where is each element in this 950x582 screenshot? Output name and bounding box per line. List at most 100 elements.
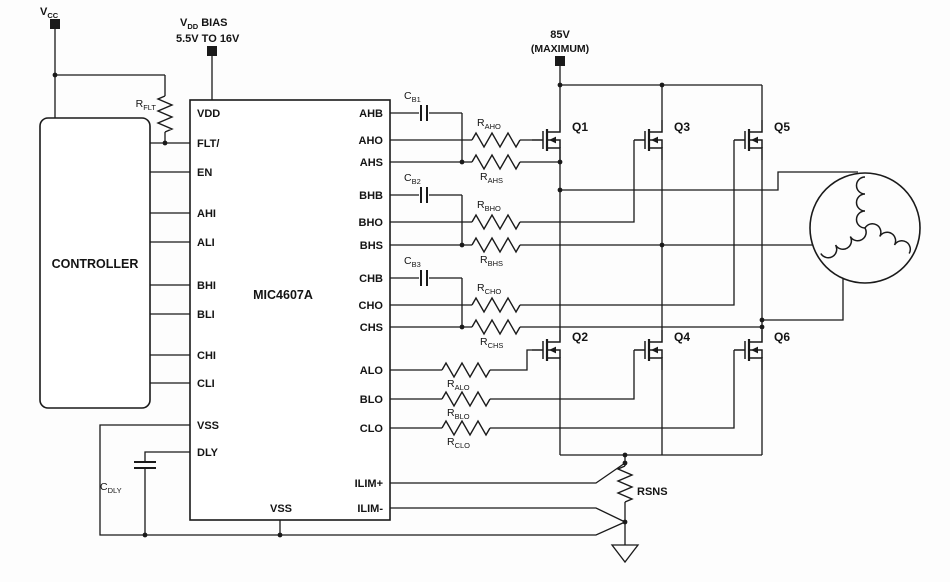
junction-dots — [52, 72, 765, 538]
pin-blo: BLO — [360, 394, 384, 406]
label-rcho: RCHO — [477, 282, 501, 296]
motor-symbol — [809, 172, 921, 284]
pin-cli: CLI — [197, 378, 215, 390]
wire-vss-net — [99, 424, 626, 536]
motor-body — [809, 172, 921, 284]
capacitor-cdly — [134, 461, 156, 469]
pin-aho: AHO — [359, 135, 384, 147]
capacitor-cb1 — [420, 105, 428, 121]
mosfet-q2 — [530, 328, 562, 372]
pin-ali: ALI — [197, 237, 215, 249]
chip-name: MIC4607A — [253, 288, 313, 302]
label-rchs: RCHS — [480, 336, 503, 350]
resistor-rchs — [471, 318, 521, 336]
mosfet-q4 — [632, 328, 664, 372]
capacitor-cb3 — [420, 270, 428, 286]
controller-box — [39, 117, 151, 409]
pin-bhb: BHB — [359, 190, 383, 202]
wire-ilim-plus — [390, 462, 626, 484]
pin-ilim-plus: ILIM+ — [355, 478, 383, 490]
wire-gate-bho — [390, 140, 635, 223]
resistor-rbho — [471, 213, 521, 231]
pin-chi: CHI — [197, 350, 216, 362]
ground-symbol — [610, 544, 640, 564]
label-rsns: RSNS — [637, 486, 668, 498]
motor-winding-right — [864, 219, 915, 255]
resistor-rsns — [616, 465, 634, 503]
resistors — [156, 95, 634, 503]
mosfet-q1 — [530, 118, 562, 162]
label-rclo: RCLO — [447, 436, 470, 450]
vdd-range-label: 5.5V TO 16V — [176, 33, 240, 45]
controller-label: CONTROLLER — [52, 257, 139, 271]
label-rblo: RBLO — [447, 407, 470, 421]
motor-winding-top — [855, 176, 866, 229]
resistor-rbhs — [471, 236, 521, 254]
label-raho: RAHO — [477, 117, 501, 131]
label-rbhs: RBHS — [480, 254, 503, 268]
component-labels: RFLT CB1 CB2 CB3 RAHO RAHS RBHO RBHS RCH… — [100, 90, 668, 498]
label-q3: Q3 — [674, 120, 690, 134]
resistor-rclo — [441, 419, 491, 437]
chip-right-pin-labels: AHB AHO AHS BHB BHO BHS CHB CHO CHS ALO … — [355, 108, 384, 515]
label-q2: Q2 — [572, 330, 588, 344]
pin-ahi: AHI — [197, 208, 216, 220]
wires — [54, 29, 858, 545]
pin-bhi: BHI — [197, 280, 216, 292]
hv-terminal — [555, 56, 565, 66]
resistor-raho — [471, 131, 521, 149]
hv-rail-note: (MAXIMUM) — [531, 43, 589, 55]
label-q4: Q4 — [674, 330, 690, 344]
label-q5: Q5 — [774, 120, 790, 134]
pin-dly: DLY — [197, 447, 219, 459]
capacitor-cb2 — [420, 187, 428, 203]
wire-gate-cho — [390, 140, 735, 306]
mosfet-q6 — [732, 328, 764, 372]
label-ralo: RALO — [447, 378, 470, 392]
capacitors — [134, 105, 428, 469]
label-q6: Q6 — [774, 330, 790, 344]
pin-clo: CLO — [360, 423, 384, 435]
pin-chs: CHS — [360, 322, 383, 334]
pin-alo: ALO — [360, 365, 384, 377]
wire-hv-rail — [559, 66, 763, 120]
resistor-rahs — [471, 153, 521, 171]
pin-en: EN — [197, 167, 212, 179]
mosfet-q3 — [632, 118, 664, 162]
label-cb1: CB1 — [404, 90, 421, 104]
label-rbho: RBHO — [477, 199, 501, 213]
label-cb2: CB2 — [404, 172, 421, 186]
pin-bli: BLI — [197, 309, 215, 321]
wire-controller-inputs — [150, 142, 190, 384]
wire-motor-phase-a — [560, 171, 858, 191]
wire-bootstrap-b — [390, 194, 463, 245]
resistor-ralo — [441, 361, 491, 379]
vdd-terminal — [207, 46, 217, 56]
transistor-labels: Q1 Q3 Q5 Q2 Q4 Q6 — [572, 120, 790, 344]
wire-motor-phase-c — [762, 278, 844, 321]
pin-bho: BHO — [359, 217, 384, 229]
label-rflt: RFLT — [136, 98, 157, 112]
pin-chb: CHB — [359, 273, 383, 285]
wire-bootstrap-a — [390, 112, 463, 162]
resistor-rflt — [156, 95, 174, 133]
label-cb3: CB3 — [404, 255, 421, 269]
wire-gate-blo — [390, 350, 635, 400]
label-cdly: CDLY — [100, 481, 122, 495]
chip-left-pin-labels: VDD FLT/ EN AHI ALI BHI BLI CHI CLI VSS … — [197, 108, 220, 459]
resistor-rblo — [441, 390, 491, 408]
vcc-label: VCC — [40, 6, 59, 20]
pin-cho: CHO — [359, 300, 384, 312]
label-q1: Q1 — [572, 120, 588, 134]
pin-ahb: AHB — [359, 108, 383, 120]
pin-vdd: VDD — [197, 108, 220, 120]
wire-source-rail — [559, 370, 763, 545]
hv-rail-label: 85V — [550, 29, 570, 41]
pin-vss: VSS — [197, 420, 219, 432]
resistor-rcho — [471, 296, 521, 314]
pin-bhs: BHS — [360, 240, 383, 252]
wire-ilim-minus — [390, 507, 626, 523]
